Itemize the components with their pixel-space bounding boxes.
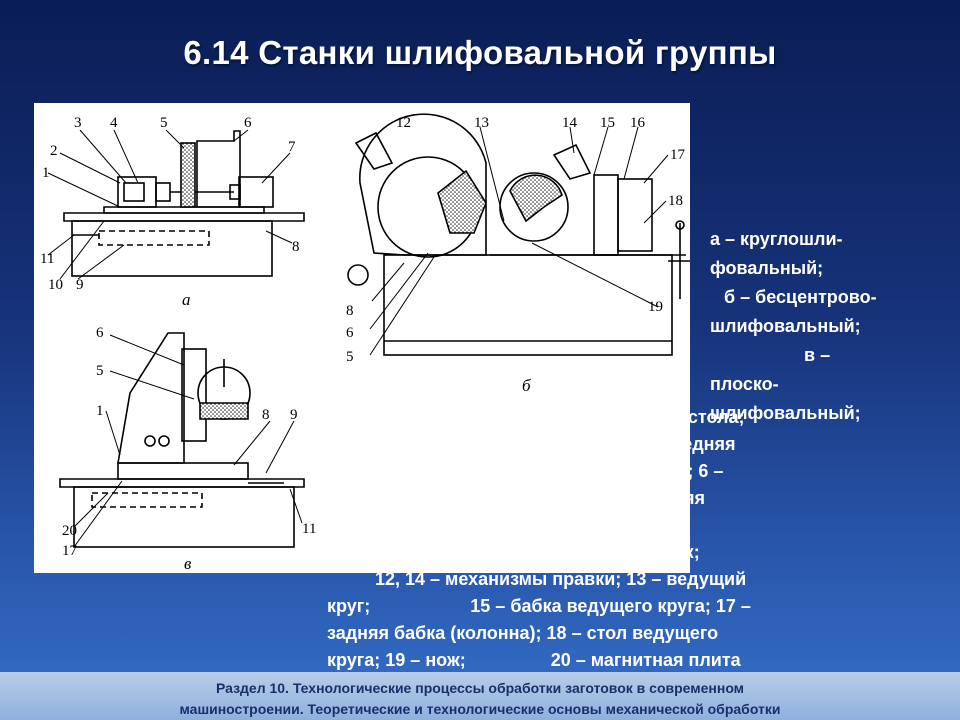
legend-line: фовальный; [710,258,824,278]
fig-v-label: 9 [290,407,298,423]
fig-a-table [63,212,305,222]
footer-line: Раздел 10. Технологические процессы обра… [215,680,745,696]
legend-line: шлифовальный; [710,316,861,336]
fig-v-hydrocylinder [91,492,203,508]
fig-a-label: 8 [292,239,300,255]
fig-a-label: 3 [74,115,82,131]
fig-a-chuck [155,182,171,202]
fig-v-label: 8 [262,407,270,423]
fig-a-label: 4 [110,115,118,131]
parts-line: круг; 15 – бабка ведущего круга; 17 – [327,596,751,616]
machine-type-legend: а – круглошли- фовальный; б – бесцентров… [710,225,950,428]
fig-v-label: 11 [302,521,316,537]
legend-line: плоско- [710,374,779,394]
fig-b-label: 6 [346,325,354,341]
fig-a-quill [229,184,241,200]
fig-v-wheelhead [181,348,207,442]
footer-bar [0,672,960,720]
figure-v-labels: 1 5 6 8 9 11 17 20 в [62,325,316,573]
fig-v-label: 5 [96,363,104,379]
legend-line: б – бесцентрово- [724,287,877,307]
legend-line: а – круглошли- [710,229,843,249]
fig-a-hydrocylinder [98,230,210,246]
fig-a-upper-table [103,206,265,214]
fig-a-caption: а [182,290,191,309]
fig-b-regulating-head [593,174,619,256]
fig-a-label: 7 [288,139,296,155]
fig-b-label: 14 [562,115,578,131]
fig-a-label: 11 [40,251,54,267]
fig-b-label: 12 [396,115,411,131]
legend-line: шлифовальный; [710,403,861,423]
fig-v-column [117,332,185,464]
fig-a-label: 5 [160,115,168,131]
fig-b-caption: б [522,376,531,395]
parts-line: бабка; 8 – станина; 9 – гидроцилиндр; [327,515,668,535]
figure-a-cylindrical-grinder [47,129,305,280]
fig-b-label: 5 [346,349,354,365]
fig-a-label: 6 [244,115,252,131]
parts-line: 10, 16 – поворотные суппорты; 11 – шток; [327,542,700,562]
slide-title: 6.14 Станки шлифовальной группы [183,34,777,71]
fig-v-magnetic-plate [117,462,249,480]
parts-line: 3 – коробка скоростей; 4 – передняя [411,434,736,454]
footer-line: машиностроении. Теоретические и технолог… [179,701,781,717]
fig-v-caption: в [184,554,192,573]
parts-description: 1 – стол; 2 – верхняя, поворотная часть … [327,404,917,674]
figure-a-labels: 1 2 3 4 5 6 7 8 9 10 11 а [40,115,300,309]
figure-b-labels: 5 6 8 12 13 14 15 16 17 18 19 б [346,115,686,395]
parts-line: задняя бабка (колонна); 18 – стол ведуще… [327,623,719,643]
figure-v-surface-grinder [59,332,305,548]
machine-drawings: 1 2 3 4 5 6 7 8 9 10 11 а [34,103,690,573]
fig-a-speedbox [123,182,145,202]
fig-v-label: 17 [62,543,78,559]
legend-line: в – [804,345,831,365]
fig-b-bed [383,254,673,356]
parts-line: 1 – стол; 2 – верхняя, поворотная часть … [327,407,745,427]
fig-a-wheelhead [196,130,241,208]
fig-b-label: 17 [670,147,686,163]
fig-v-label: 6 [96,325,104,341]
fig-v-bed [73,486,295,548]
fig-b-label: 15 [600,115,615,131]
figure-b-centerless-grinder [347,113,690,356]
fig-b-tail-column [617,178,653,252]
fig-b-dresser-14 [552,143,592,180]
fig-b-label: 19 [648,299,663,315]
fig-a-label: 1 [42,165,50,181]
fig-b-label: 8 [346,303,354,319]
fig-b-label: 13 [474,115,489,131]
fig-b-dresser-12 [354,131,394,170]
fig-a-tailstock [238,176,274,208]
fig-b-wheel-housing [359,113,487,256]
fig-v-label: 20 [62,523,77,539]
footer-text: Раздел 10. Технологические процессы обра… [0,678,960,720]
parts-line: 12, 14 – механизмы правки; 13 – ведущий [375,569,747,589]
parts-line: шлифовальная бабка; 7 – задняя [327,488,706,508]
fig-v-label: 1 [96,403,104,419]
fig-b-wheel-section [437,169,487,234]
fig-a-wheel [180,142,196,208]
parts-line: бабка; 5 – абразивный круг; 6 – [327,461,724,481]
parts-line: круга; 19 – нож; 20 – магнитная плита [327,650,741,670]
fig-a-label: 10 [48,277,63,293]
fig-a-bed [71,220,273,277]
fig-a-label: 9 [76,277,84,293]
fig-b-label: 16 [630,115,646,131]
machine-drawings-svg: 1 2 3 4 5 6 7 8 9 10 11 а [40,113,690,573]
fig-a-label: 2 [50,143,58,159]
fig-b-label: 18 [668,193,683,209]
